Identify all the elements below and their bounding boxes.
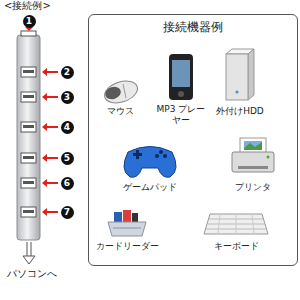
destination-label: パソコンへ [7,268,57,280]
mp3-player-icon [169,54,193,100]
device-label: MP3 プレーヤー [155,104,207,126]
device-panel: 接続機器例 [88,14,298,266]
device-label: プリンタ [235,182,271,193]
keyboard-icon [204,214,268,234]
callout-number: 1 [23,15,36,28]
gamepad-icon [124,147,176,178]
callout-number: 5 [61,152,74,165]
usb-hub [17,31,40,240]
device-label: マウス [107,106,134,117]
device-label: 外付けHDD [216,106,264,117]
device-label: ゲームパッド [123,182,177,193]
mouse-icon [102,77,141,107]
hdd-icon [226,49,254,100]
pc-arrow [23,242,35,264]
printer-icon [232,138,274,172]
diagram-title: <接続例> [4,0,51,12]
callout-number: 3 [61,91,74,104]
device-label: カードリーダー [96,241,159,252]
panel-heading: 接続機器例 [93,20,293,35]
device-label: キーボード [214,241,259,252]
usb-ports [21,67,36,217]
callout-number: 4 [61,121,74,134]
callout-number: 2 [61,66,74,79]
port-arrows [25,24,58,216]
card-reader-icon [108,210,146,236]
callout-number: 7 [61,206,74,219]
callout-number: 6 [61,177,74,190]
